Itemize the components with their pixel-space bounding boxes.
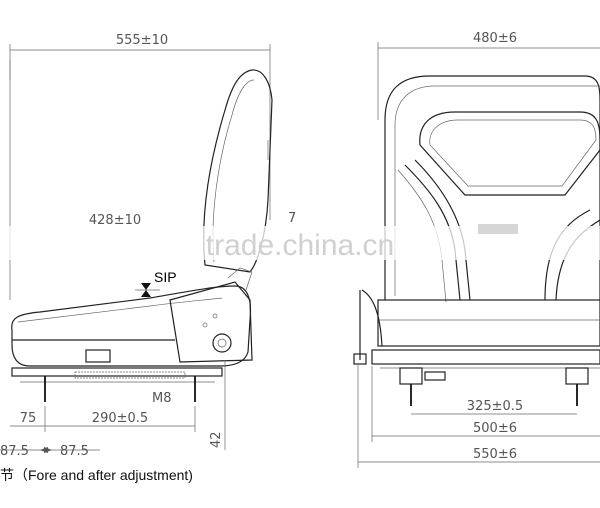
side-width-dimension: 555±10 [116,33,168,48]
side-height-dimension: 428±10 [89,213,141,228]
backrest-opening [419,111,600,196]
bolt-size-label: M8 [152,391,172,406]
dim-290: 290±0.5 [92,411,148,426]
slide-rail [11,367,223,377]
hinge-plate [169,281,253,363]
dim-325: 325±0.5 [467,399,523,414]
dim-500: 500±6 [473,421,517,436]
front-backrest-outline [384,75,600,300]
dim-87-left: 87.5 [0,444,29,459]
sip-label: SIP [154,269,177,285]
front-width-dimension: 480±6 [473,31,517,46]
lever [85,349,111,363]
dim-550: 550±6 [473,447,517,462]
seat-cushion-outline [11,285,252,367]
caption: 节（Fore and after adjustment) [0,467,193,483]
watermark: trade.china.cn [206,229,394,262]
side-right-dimension: 7 [288,211,296,226]
dim-87-right: 87.5 [60,444,89,459]
dim-42: 42 [209,431,224,448]
sip-marker [141,283,151,290]
front-cushion [377,299,600,347]
front-rail [371,349,600,365]
dim-75: 75 [20,411,37,426]
side-view: 555±10 SIP 428±10 7 [0,33,296,459]
